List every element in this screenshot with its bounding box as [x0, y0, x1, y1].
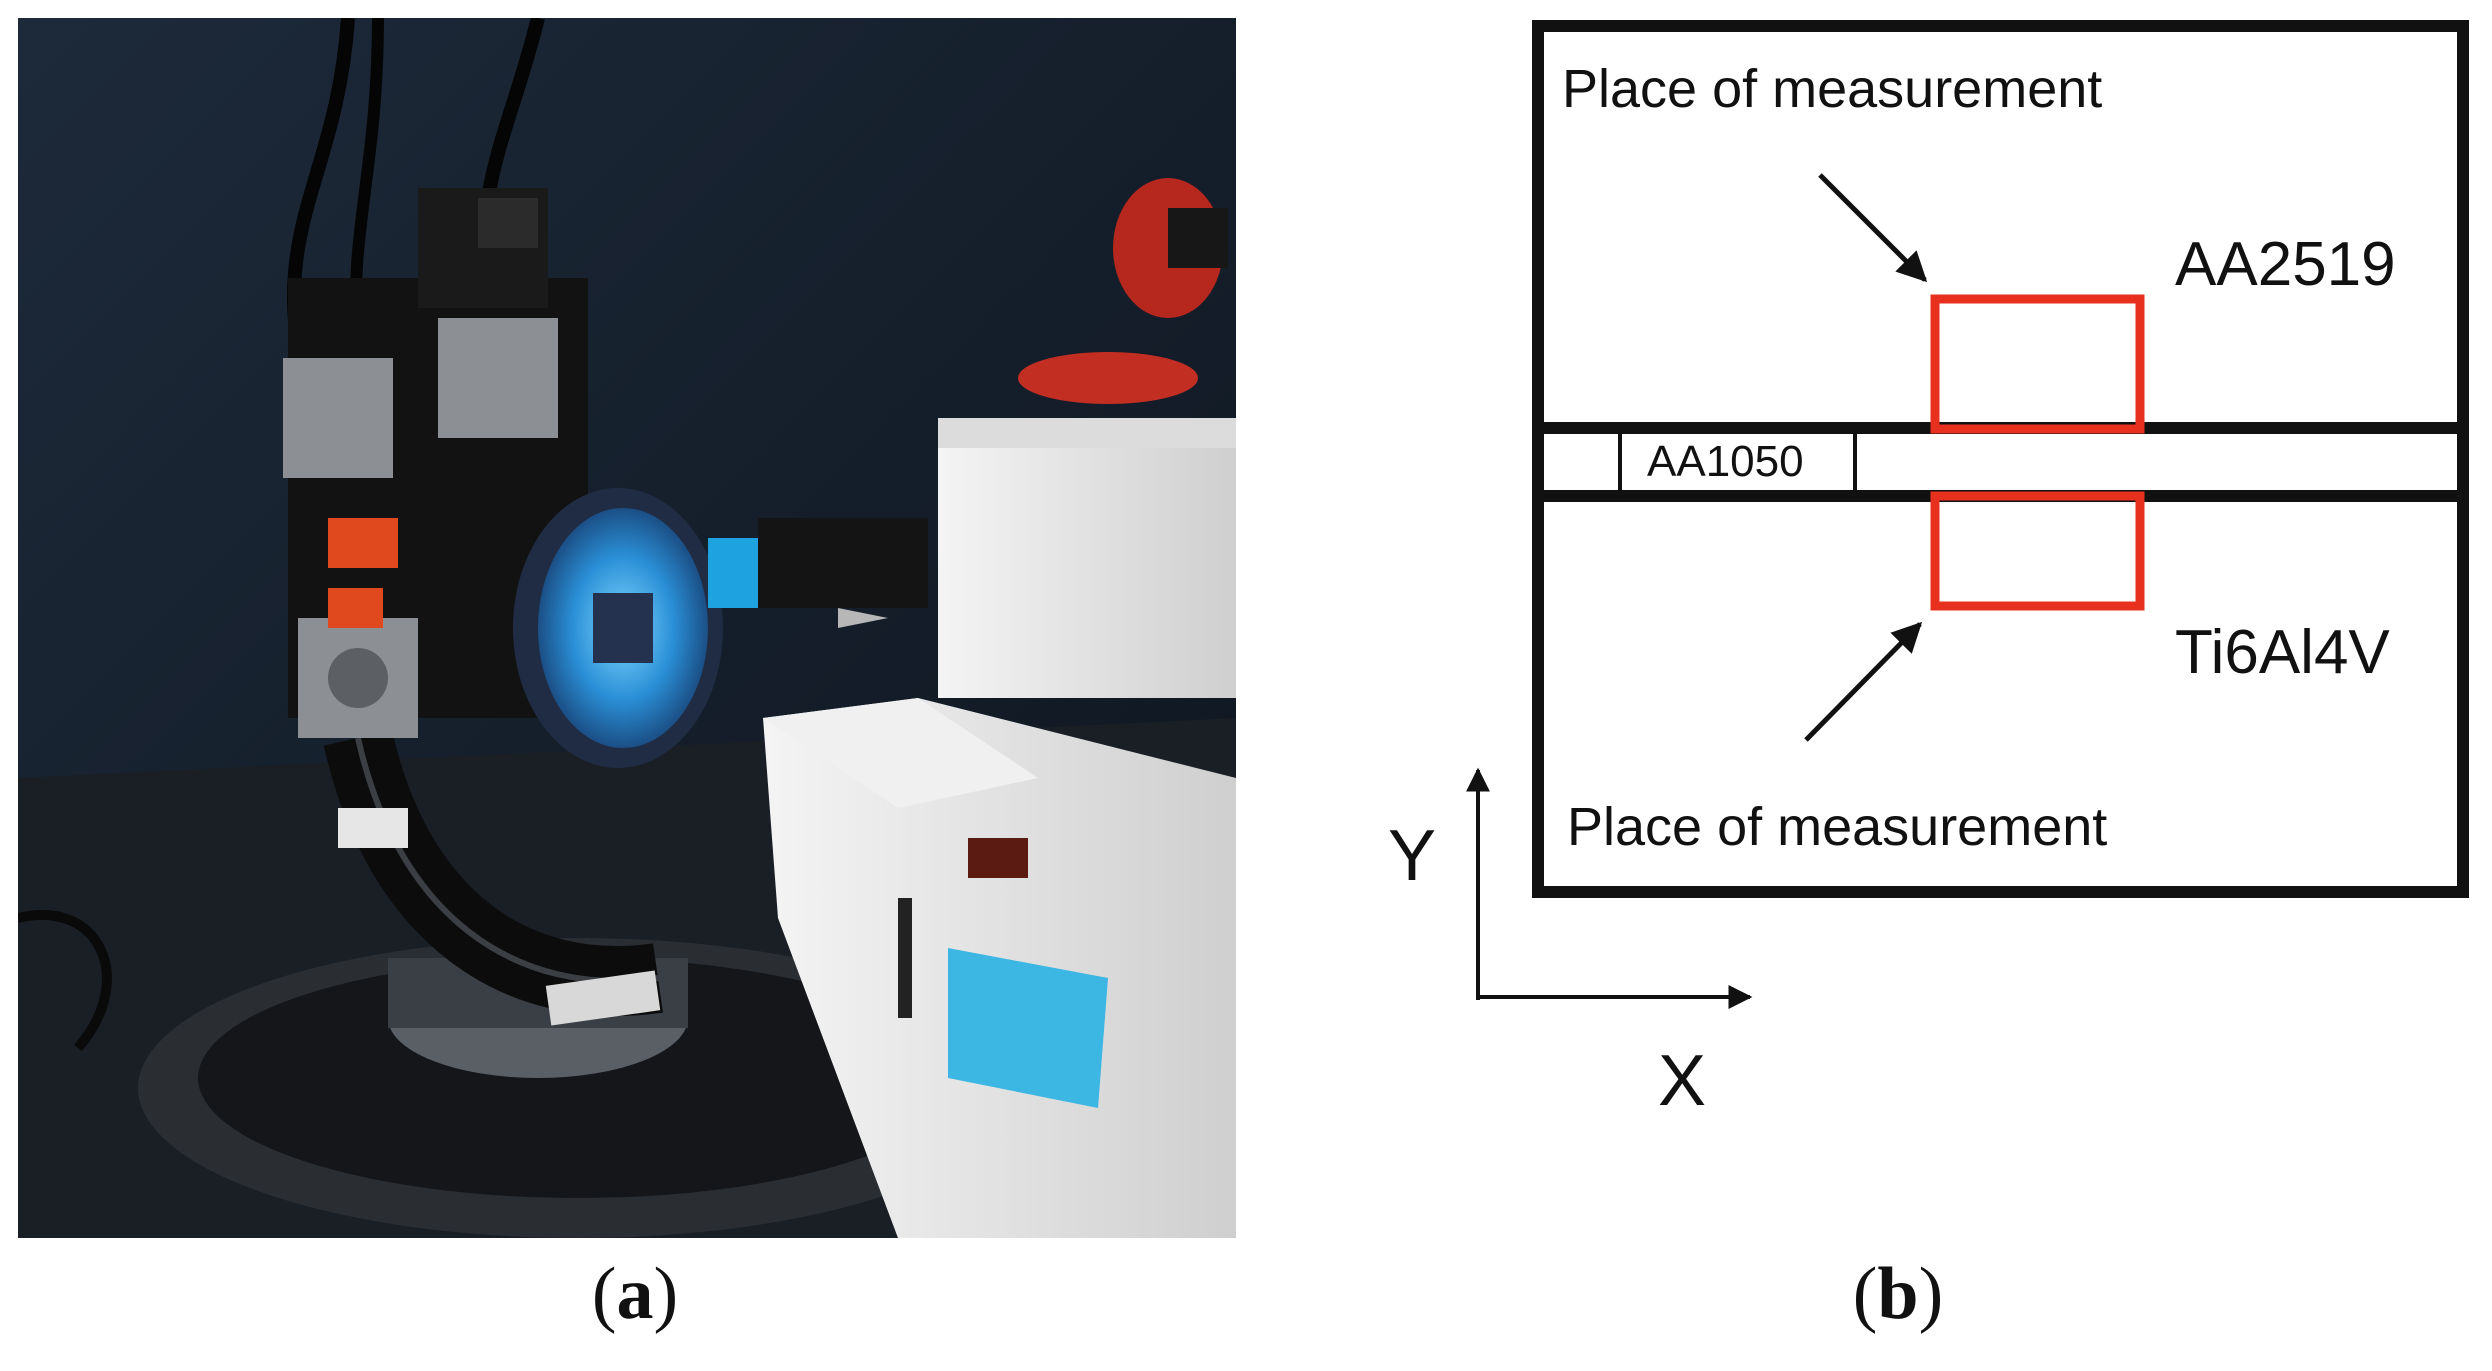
- axis-label-x: X: [1658, 1041, 1707, 1121]
- arrow-bottom-measurement: [1804, 621, 1923, 742]
- caption-b: (b): [1798, 1252, 1998, 1337]
- caption-a-open: (: [591, 1253, 617, 1335]
- specimen-outline: [1532, 20, 2469, 898]
- label-ti6al4v: Ti6Al4V: [2175, 618, 2390, 687]
- diffractometer-photo: [18, 18, 1236, 1238]
- label-bottom-measurement: Place of measurement: [1567, 797, 2108, 857]
- axis-label-y: Y: [1388, 816, 1437, 896]
- label-aa2519: AA2519: [2175, 230, 2396, 299]
- label-top-measurement: Place of measurement: [1562, 59, 2103, 119]
- caption-a-close: ): [653, 1253, 679, 1335]
- label-aa1050: AA1050: [1647, 437, 1804, 486]
- caption-b-letter: b: [1877, 1253, 1919, 1335]
- caption-b-close: ): [1918, 1253, 1944, 1335]
- measurement-box-bottom: [1930, 491, 2145, 611]
- measurement-box-top: [1930, 294, 2145, 434]
- caption-a-letter: a: [616, 1253, 654, 1335]
- aa1050-label-box: [1618, 430, 1857, 494]
- arrow-top-measurement: [1818, 173, 1928, 283]
- caption-a: (a): [535, 1252, 735, 1337]
- caption-b-open: (: [1852, 1253, 1878, 1335]
